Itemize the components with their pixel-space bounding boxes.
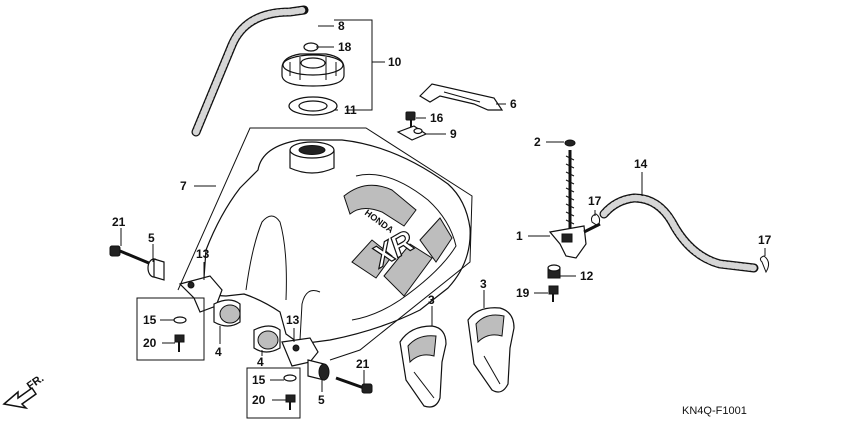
bolt-small-right[interactable] [285, 394, 296, 410]
callout-12: 12 [580, 269, 594, 283]
cap-gasket[interactable] [288, 96, 338, 116]
callout-21b: 21 [356, 357, 370, 371]
callout-8: 8 [338, 19, 345, 33]
callout-17a: 17 [588, 194, 602, 208]
direction-label: FR. [25, 372, 46, 392]
bracket-right[interactable] [281, 337, 319, 367]
callout-3b: 3 [480, 277, 487, 291]
cap-clip[interactable] [303, 42, 319, 52]
callout-6: 6 [510, 97, 517, 111]
callout-9: 9 [450, 127, 457, 141]
callout-4b: 4 [257, 355, 264, 369]
leader-lines [120, 19, 766, 401]
hardware-box-right [246, 367, 301, 419]
hose-clip-upper[interactable] [591, 213, 601, 227]
callout-14: 14 [634, 157, 648, 171]
callout-20a: 20 [143, 336, 157, 350]
rubber-mount-left[interactable] [213, 299, 241, 327]
tank-strap-front[interactable] [399, 325, 447, 408]
rubber-mount-right[interactable] [253, 325, 281, 353]
fuel-valve[interactable] [548, 150, 601, 259]
tank-bracket[interactable] [419, 83, 504, 111]
front-direction-arrow: FR. [2, 372, 46, 410]
bolt-small-left[interactable] [174, 334, 185, 352]
fuel-cap[interactable] [281, 53, 345, 87]
tank-strap-rear[interactable] [467, 307, 515, 393]
collar-right[interactable] [307, 359, 330, 381]
callout-21a: 21 [112, 215, 126, 229]
fuel-hose[interactable] [599, 193, 759, 273]
clip[interactable] [396, 125, 428, 141]
hardware-box-left [136, 297, 205, 361]
callout-5b: 5 [318, 393, 325, 407]
hose-clip-lower[interactable] [759, 255, 770, 274]
valve-bolt[interactable] [548, 285, 559, 302]
callout-11: 11 [344, 103, 357, 117]
fuel-tank[interactable]: HONDA XR [203, 139, 471, 345]
valve-nut[interactable] [547, 264, 561, 279]
callout-3a: 3 [428, 293, 435, 307]
breather-hose[interactable] [191, 5, 309, 137]
callout-13a: 13 [196, 247, 210, 261]
callout-7: 7 [180, 179, 187, 193]
callout-16: 16 [430, 111, 444, 125]
bolt-right[interactable] [335, 376, 373, 394]
callout-20b: 20 [252, 393, 266, 407]
diagram-code: KN4Q-F1001 [682, 405, 747, 417]
callout-17b: 17 [758, 233, 772, 247]
callout-15a: 15 [143, 313, 157, 327]
washer-right[interactable] [283, 374, 297, 382]
callout-5a: 5 [148, 231, 155, 245]
washer-left[interactable] [173, 316, 187, 324]
callout-2: 2 [534, 135, 541, 149]
callout-13b: 13 [286, 313, 300, 327]
collar-left[interactable] [147, 258, 165, 281]
callouts: 8 18 10 11 6 16 9 2 14 17 1 17 12 19 7 2… [112, 19, 772, 407]
callout-18: 18 [338, 40, 352, 54]
callout-19: 19 [516, 286, 530, 300]
valve-washer[interactable] [564, 139, 576, 147]
callout-4a: 4 [215, 345, 222, 359]
callout-1: 1 [516, 229, 523, 243]
callout-10: 10 [388, 55, 402, 69]
callout-15b: 15 [252, 373, 266, 387]
